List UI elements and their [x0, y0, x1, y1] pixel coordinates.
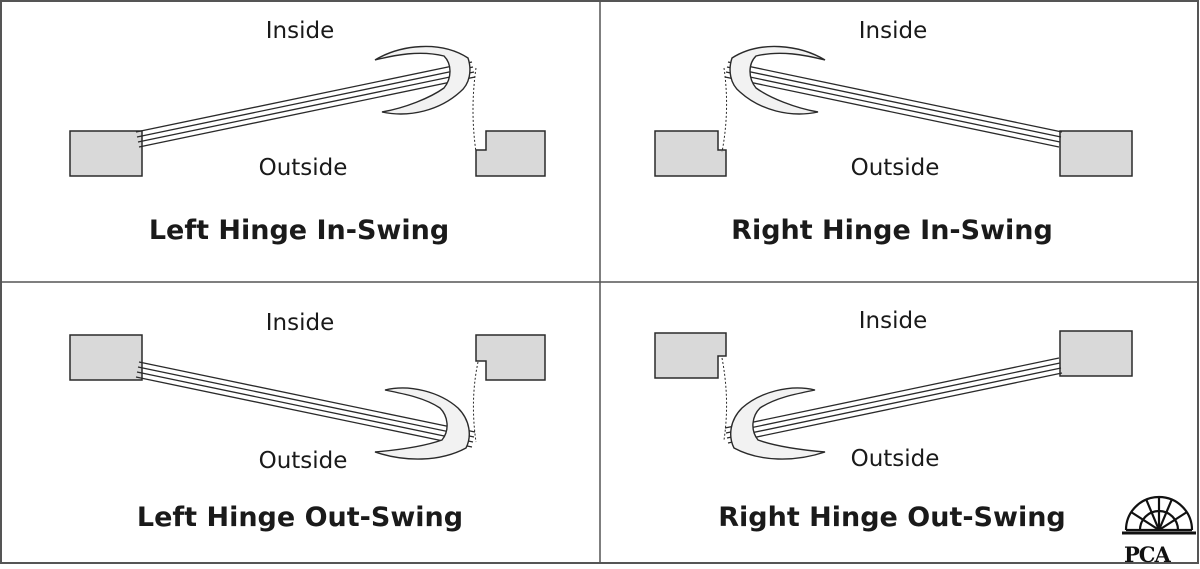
swing-arc	[721, 357, 728, 441]
outside-label: Outside	[850, 155, 940, 181]
left-wall-block	[69, 334, 143, 381]
panel-title: Left Hinge In-Swing	[148, 215, 450, 246]
panel-right-hinge-in-swing	[654, 45, 1133, 177]
fan-window-icon	[1122, 495, 1196, 535]
panel-title: Right Hinge In-Swing	[731, 215, 1053, 246]
outside-label: Outside	[258, 448, 348, 474]
right-wall-block	[1059, 130, 1133, 177]
outside-label: Outside	[850, 446, 940, 472]
door-panel	[135, 361, 476, 448]
outside-label: Outside	[258, 155, 348, 181]
panel-left-hinge-in-swing	[69, 45, 546, 177]
door-handle	[729, 45, 826, 115]
left-wall-block	[654, 130, 727, 177]
pca-logo-text: PCA	[1124, 542, 1171, 567]
panel-title: Left Hinge Out-Swing	[136, 502, 464, 533]
panel-right-hinge-out-swing	[654, 330, 1133, 460]
swing-arc	[472, 67, 477, 153]
door-handle	[374, 387, 470, 460]
right-wall-block	[475, 130, 546, 177]
inside-label: Inside	[858, 308, 928, 334]
swing-arc	[721, 67, 728, 153]
door-panel	[135, 61, 476, 148]
inside-label: Inside	[858, 18, 928, 44]
right-wall-block	[475, 334, 546, 381]
left-wall-block	[654, 332, 727, 379]
door-panel	[724, 61, 1063, 148]
inside-label: Inside	[265, 310, 335, 336]
swing-arc	[472, 361, 479, 443]
right-wall-block	[1059, 330, 1133, 377]
door-handle	[374, 45, 471, 115]
door-handle	[730, 387, 826, 460]
door-panel	[724, 357, 1063, 444]
inside-label: Inside	[265, 18, 335, 44]
panel-left-hinge-out-swing	[69, 334, 546, 460]
left-wall-block	[69, 130, 143, 177]
panel-title: Right Hinge Out-Swing	[718, 502, 1066, 533]
